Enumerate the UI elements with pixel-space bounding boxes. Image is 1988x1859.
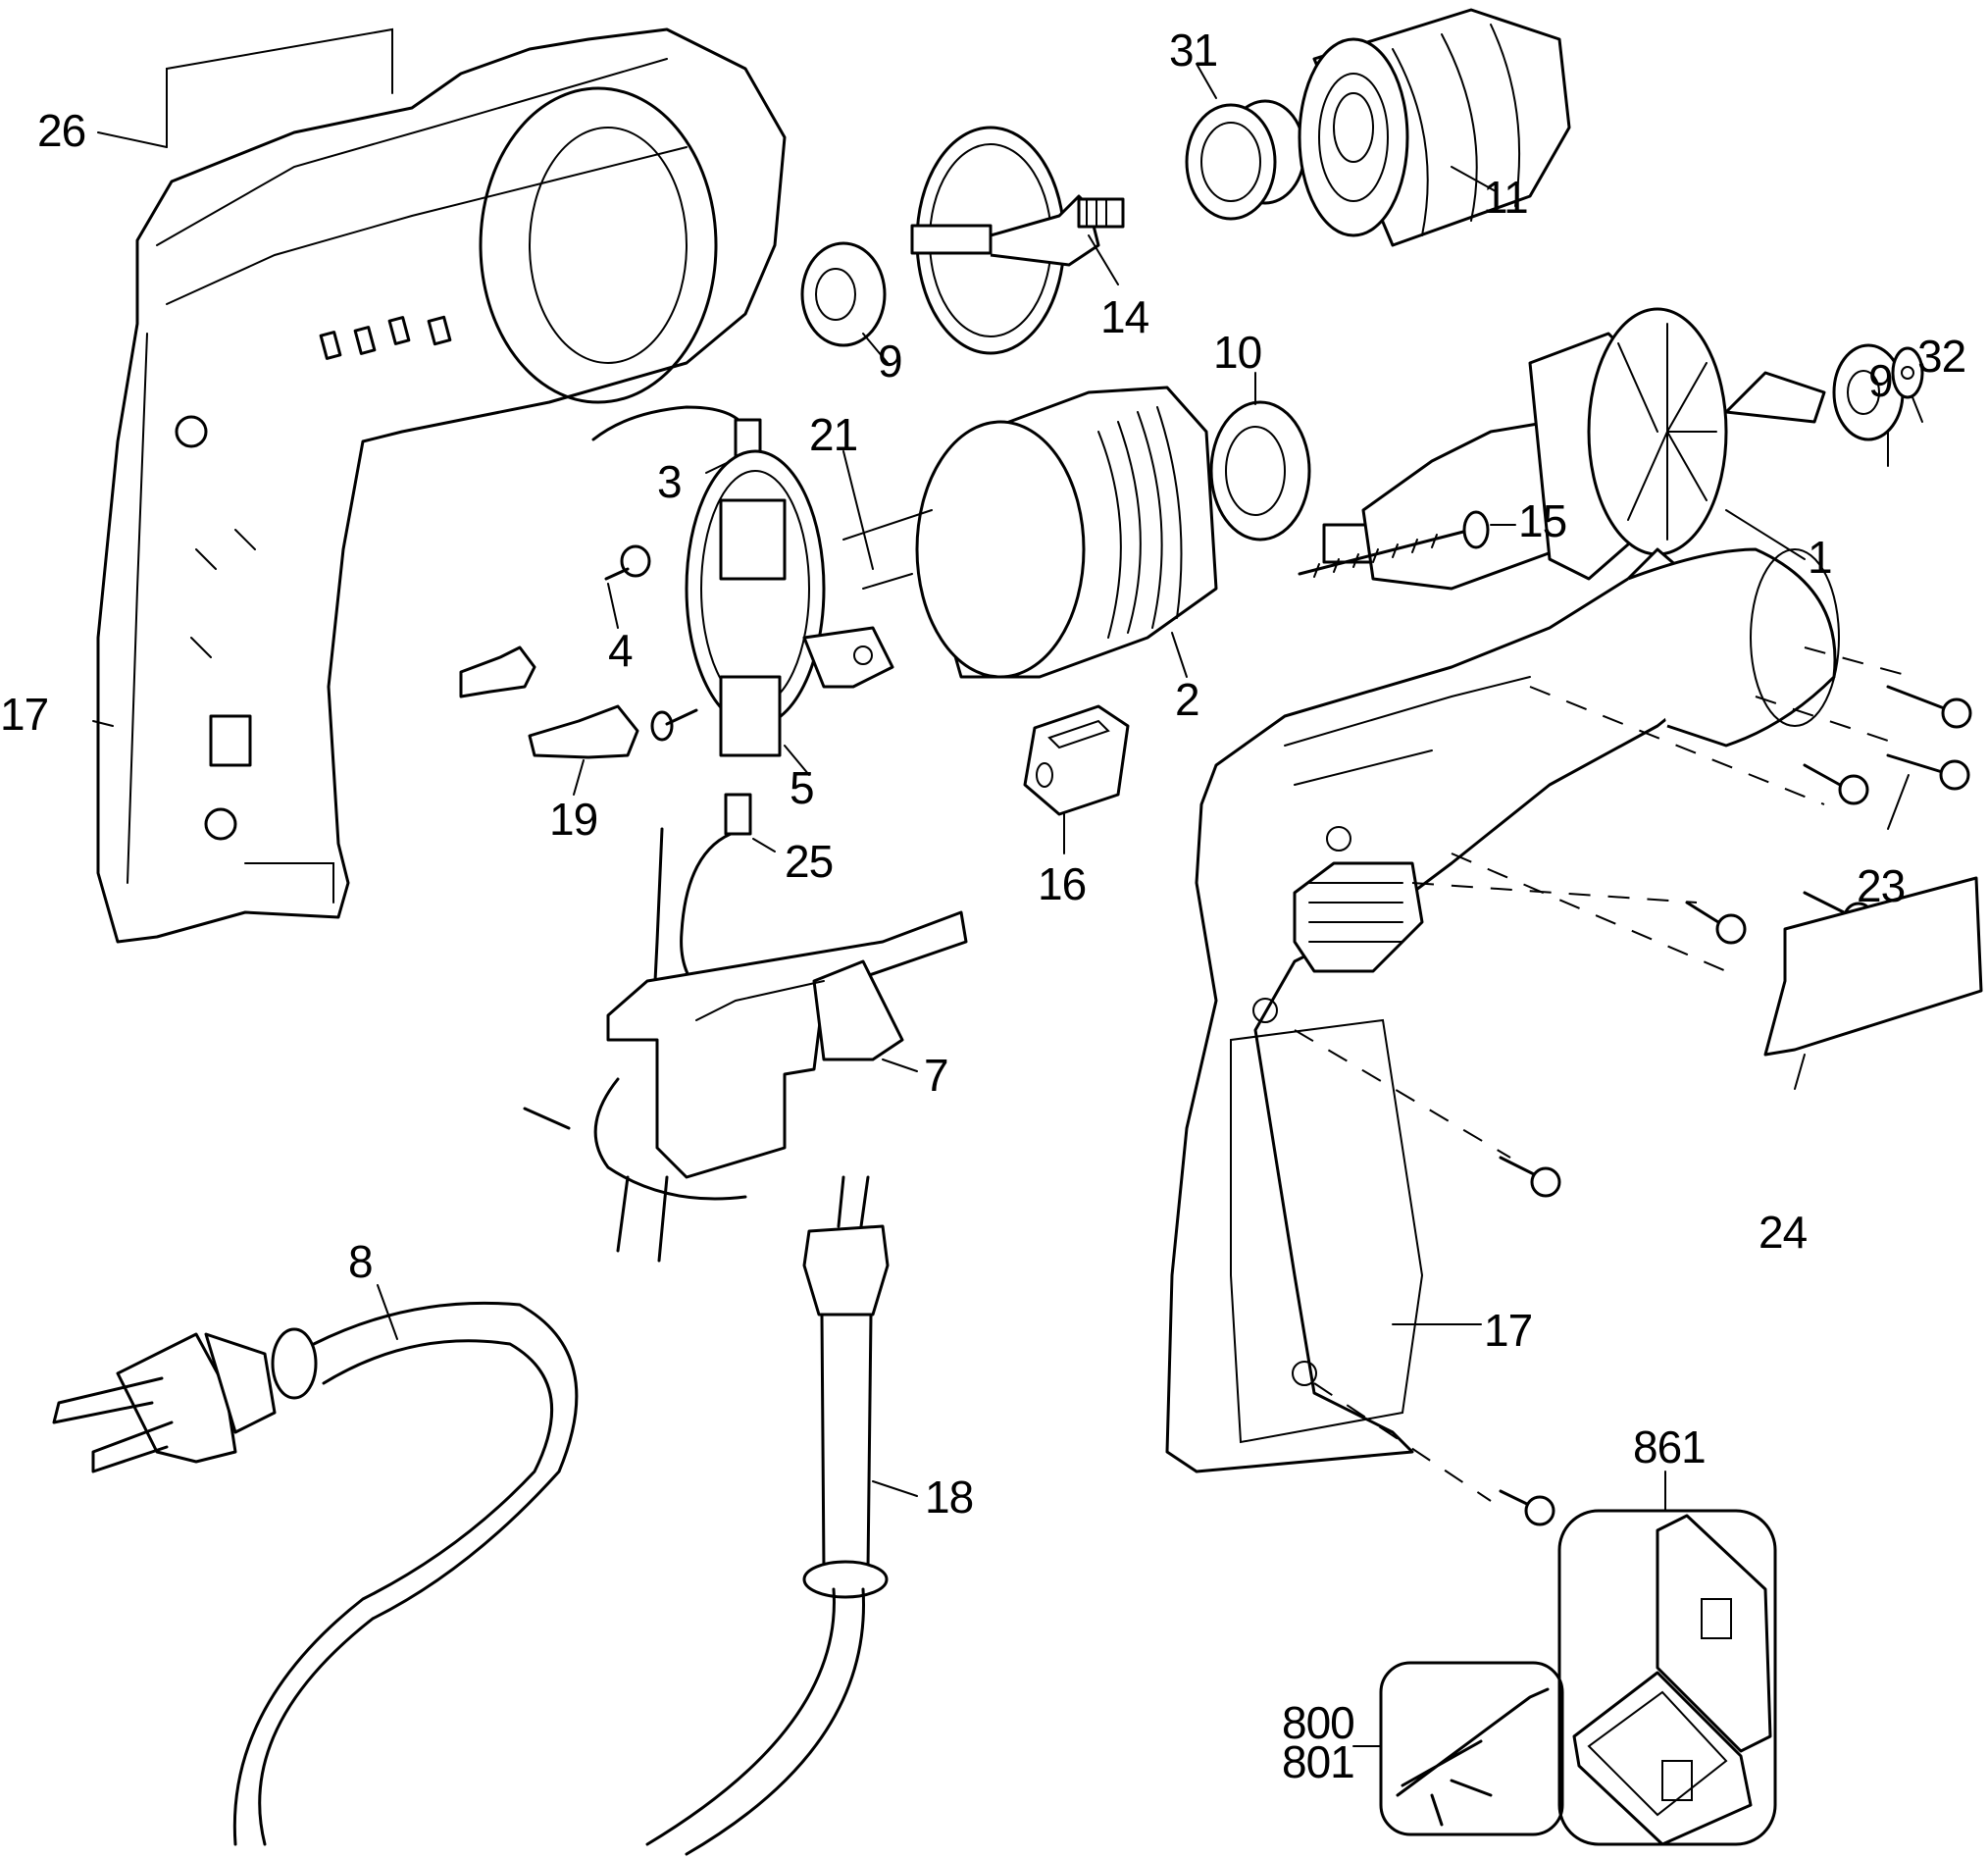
side-label-part xyxy=(1763,876,1983,1090)
part-label-23: 23 xyxy=(1857,860,1906,911)
part-label-24: 24 xyxy=(1759,1207,1808,1258)
part-label-17-right: 17 xyxy=(1484,1305,1533,1356)
power-cord-part xyxy=(52,1284,579,1846)
part-label-17-left: 17 xyxy=(0,689,49,740)
retainer-part xyxy=(1209,372,1311,542)
part-label-5: 5 xyxy=(790,762,815,813)
leader-17-left xyxy=(92,720,114,727)
part-label-11: 11 xyxy=(1483,172,1529,223)
part-label-800: 800 xyxy=(1282,1697,1355,1748)
part-label-31: 31 xyxy=(1169,25,1218,76)
spacer-part xyxy=(1185,63,1306,221)
part-label-2: 2 xyxy=(1175,674,1200,725)
part-label-32: 32 xyxy=(1917,331,1966,382)
part-label-4: 4 xyxy=(608,625,634,676)
part-label-7: 7 xyxy=(924,1050,949,1101)
housing-left xyxy=(96,27,787,944)
accessory-box xyxy=(1352,1661,1564,1836)
brush-spring-part xyxy=(604,544,651,629)
housing-screws-part xyxy=(1294,646,1972,1526)
part-label-861: 861 xyxy=(1633,1421,1707,1472)
part-label-9-rear: 9 xyxy=(1868,355,1894,406)
cord-clamp-part xyxy=(1023,704,1130,854)
part-label-1: 1 xyxy=(1808,532,1833,583)
part-label-9-front: 9 xyxy=(878,336,903,387)
cord-protector-part xyxy=(645,1175,918,1856)
part-label-19: 19 xyxy=(549,794,598,845)
part-label-10: 10 xyxy=(1213,327,1262,378)
leader-21 xyxy=(842,450,874,570)
field-part xyxy=(842,386,1218,679)
brush-clip-part xyxy=(459,645,698,796)
switch-part xyxy=(523,793,968,1263)
housing-right-part xyxy=(1165,547,1840,1473)
part-label-14: 14 xyxy=(1100,291,1149,342)
part-label-801: 801 xyxy=(1282,1736,1355,1787)
part-label-3: 3 xyxy=(657,456,683,507)
part-label-25: 25 xyxy=(785,836,834,887)
brush-holder-part xyxy=(685,449,894,776)
spindle-gear-part xyxy=(910,126,1125,355)
carrying-case-box xyxy=(1557,1471,1777,1846)
part-label-18: 18 xyxy=(925,1472,974,1523)
part-label-21: 21 xyxy=(809,409,858,460)
leader-26 xyxy=(97,131,168,148)
bearing-front-part xyxy=(800,241,889,364)
part-label-15: 15 xyxy=(1518,495,1567,546)
part-label-26: 26 xyxy=(37,105,86,156)
part-label-8: 8 xyxy=(348,1236,374,1287)
part-label-16: 16 xyxy=(1038,858,1087,909)
field-screw-part xyxy=(1298,510,1516,578)
armature-part xyxy=(1322,307,1826,591)
bearing-rear-part xyxy=(1832,343,1905,467)
chuck-part xyxy=(1298,8,1571,247)
washer-part xyxy=(1891,346,1924,423)
